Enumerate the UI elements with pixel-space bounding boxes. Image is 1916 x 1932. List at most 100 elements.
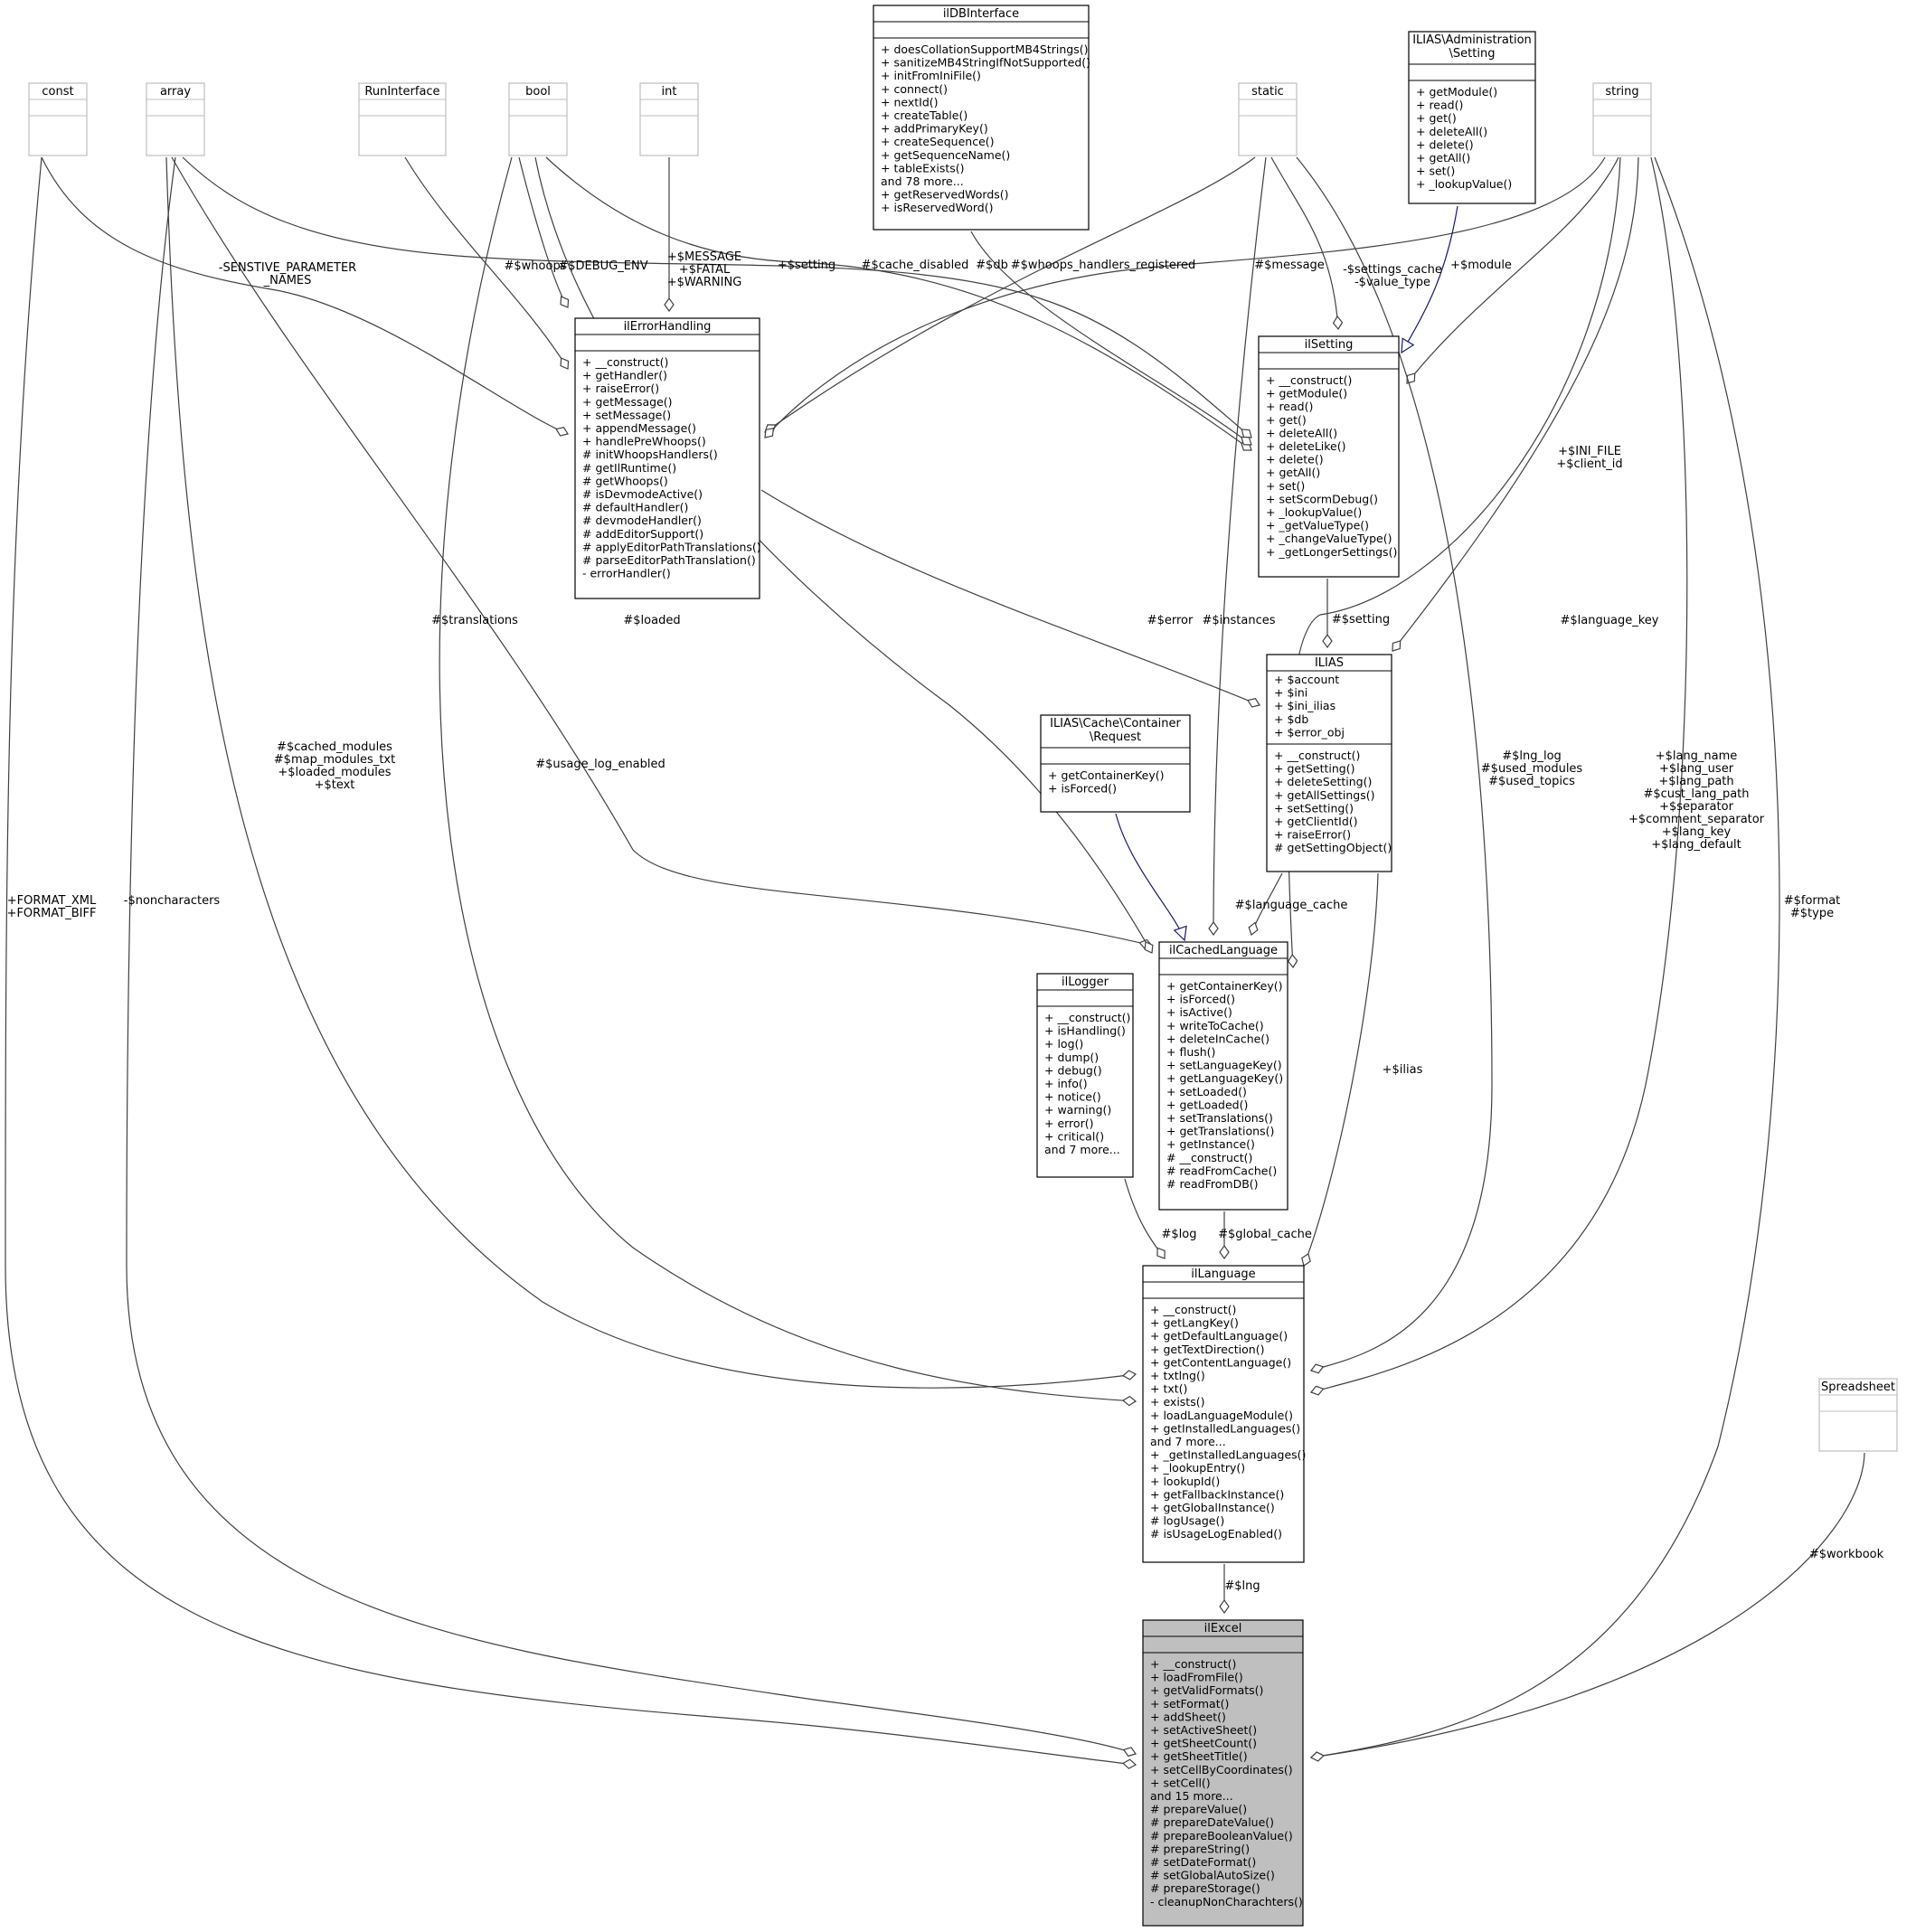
class-methods: + __construct()+ getModule()+ read()+ ge… — [1266, 373, 1397, 559]
class-name: const — [42, 85, 73, 99]
aggregation-diamond-icon — [1248, 921, 1259, 936]
class-box-static[interactable]: static — [1238, 82, 1298, 156]
edge-label-string-ilexcel: #$format#$type — [1784, 894, 1841, 920]
aggregation-diamond-icon — [1301, 1252, 1311, 1267]
edge-static-ilsetting — [1270, 156, 1339, 330]
edge-label-illogger-illanguage: #$log — [1162, 1228, 1197, 1241]
edge-string-illanguage — [1310, 156, 1688, 1393]
edge-static-illanguage — [1296, 156, 1493, 1371]
class-name: bool — [525, 85, 551, 99]
edge-string-ilsetting — [1406, 156, 1619, 384]
edge-ilias-illanguage — [1303, 872, 1379, 1267]
edge-label-bool-ilsetting: #$cache_disabled — [862, 259, 969, 272]
edge-label-ildbinterface-ilsetting: #$db — [976, 259, 1008, 272]
edge-adminsetting-ilsetting — [1401, 205, 1458, 353]
edge-string-ilerrorhandling — [764, 156, 1606, 438]
edge-label-string-ilias: +$INI_FILE+$client_id — [1556, 445, 1622, 471]
class-box-ilerrorhandling[interactable]: ilErrorHandling+ __construct()+ getHandl… — [574, 317, 761, 599]
class-methods: + doesCollationSupportMB4Strings()+ sani… — [881, 42, 1090, 214]
class-name: ilExcel — [1204, 1622, 1242, 1635]
edge-label-ilcachedlanguage-illanguage: #$global_cache — [1218, 1228, 1312, 1241]
class-attributes: + $account+ $ini+ $ini_ilias+ $db+ $erro… — [1274, 673, 1345, 739]
edge-label-array-illanguage: #$cached_modules#$map_modules_txt+$loade… — [274, 740, 395, 792]
class-box-ilias[interactable]: ILIAS + $account+ $ini+ $ini_ilias+ $db+ … — [1266, 654, 1392, 872]
class-methods: + __construct()+ getLangKey()+ getDefaul… — [1150, 1303, 1306, 1541]
edge-label-string-ilcachedlanguage: #$language_key — [1561, 614, 1659, 627]
edge-label-const-ilerrorhandling: -SENSTIVE_PARAMETER_NAMES — [219, 261, 356, 287]
class-name: ilDBInterface — [943, 7, 1019, 21]
class-box-ilexcel[interactable]: ilExcel + __construct()+ loadFromFile()+ … — [1142, 1619, 1304, 1927]
class-methods: + __construct()+ isHandling()+ log()+ du… — [1044, 1011, 1130, 1156]
edge-label-runinterface-ilerrorhandling: #$whoops — [505, 259, 567, 273]
class-box-illogger[interactable]: ilLogger + __construct()+ isHandling()+ l… — [1036, 973, 1134, 1178]
edge-static-ilerrorhandling — [764, 156, 1256, 433]
edge-label-bool-ilcachedlanguage: #$loaded — [623, 614, 680, 627]
class-methods: + getModule()+ read()+ get()+ deleteAll(… — [1416, 85, 1512, 191]
aggregation-diamond-icon — [1144, 940, 1154, 954]
class-box-bool[interactable]: bool — [508, 82, 568, 156]
aggregation-diamond-icon — [1156, 1247, 1166, 1259]
class-name: int — [662, 85, 677, 99]
edge-label-static-ilerrorhandling: #$whoops_handlers_registered — [1011, 259, 1196, 272]
aggregation-diamond-icon — [764, 427, 775, 438]
aggregation-diamond-icon — [1322, 633, 1333, 649]
class-box-spreadsheet[interactable]: Spreadsheet — [1818, 1378, 1898, 1452]
edge-label-array-ilsetting: +$setting — [778, 259, 835, 272]
class-name: string — [1605, 85, 1638, 99]
edge-bool-ilsetting — [545, 156, 1252, 451]
aggregation-diamond-icon — [1219, 1598, 1230, 1615]
aggregation-diamond-icon — [560, 296, 570, 308]
edge-labels-layer: -SENSTIVE_PARAMETER_NAMES +$setting #$whoo… — [7, 250, 1884, 1593]
edge-label-string-ilerrorhandling: #$message — [1254, 259, 1325, 272]
inheritance-arrow-icon — [1401, 337, 1415, 354]
class-box-string[interactable]: string — [1592, 82, 1652, 156]
aggregation-diamond-icon — [1122, 1370, 1137, 1381]
aggregation-diamond-icon — [1332, 316, 1344, 331]
class-name: static — [1251, 85, 1284, 99]
class-name: ILIAS\Administration\Setting — [1412, 33, 1532, 61]
edge-label-ilerrorhandling-ilias: #$error — [1147, 614, 1194, 627]
class-box-ildbinterface[interactable]: ilDBInterface + doesCollationSupportMB4St… — [873, 5, 1090, 231]
class-name: ilErrorHandling — [624, 320, 712, 334]
aggregation-diamond-icon — [1241, 436, 1252, 446]
aggregation-diamond-icon — [1310, 1385, 1325, 1396]
class-name: RunInterface — [364, 85, 439, 99]
edge-label-array-ilexcel: -$noncharacters — [124, 894, 221, 908]
classes-layer: const array RunInterface bool int static strin… — [28, 5, 1898, 1927]
aggregation-diamond-icon — [1287, 953, 1298, 969]
aggregation-diamond-icon — [664, 297, 675, 313]
class-methods: + getContainerKey()+ isForced() — [1048, 768, 1164, 796]
class-name: ilLogger — [1062, 975, 1109, 989]
edge-label-static-ilcachedlanguage: #$instances — [1202, 614, 1275, 627]
aggregation-diamond-icon — [1310, 1363, 1325, 1374]
aggregation-diamond-icon — [1122, 1758, 1137, 1769]
edge-spreadsheet-ilexcel — [1310, 1452, 1865, 1758]
class-box-adminsetting[interactable]: ILIAS\Administration\Setting + getModule(… — [1408, 31, 1536, 204]
edge-static-ilcachedlanguage — [1213, 156, 1267, 936]
class-box-runinterface[interactable]: RunInterface — [358, 82, 447, 156]
class-box-ilcachedlanguage[interactable]: ilCachedLanguage+ getContainerKey()+ isF… — [1158, 941, 1288, 1211]
edge-array-ilsetting — [182, 156, 1252, 438]
edge-const-ilerrorhandling — [41, 156, 569, 435]
class-name: ILIAS — [1315, 656, 1344, 670]
class-box-array[interactable]: array — [146, 82, 205, 156]
class-methods: + __construct()+ loadFromFile()+ getVali… — [1150, 1657, 1303, 1908]
class-box-const[interactable]: const — [28, 82, 88, 156]
aggregation-diamond-icon — [1219, 1244, 1230, 1260]
class-name: Spreadsheet — [1821, 1381, 1895, 1394]
edge-array-ilexcel — [126, 156, 1137, 1755]
edge-ildbinterface-ilsetting — [970, 231, 1252, 446]
edge-array-illanguage — [165, 156, 1137, 1389]
class-box-ilsetting[interactable]: ilSetting+ __construct()+ getModule()+ r… — [1258, 335, 1400, 578]
class-box-cacherequest[interactable]: ILIAS\Cache\Container\Request+ getContai… — [1040, 714, 1191, 813]
edge-label-string-illanguage: +$lang_name+$lang_user+$lang_path#$cust_… — [1628, 749, 1765, 852]
class-box-int[interactable]: int — [639, 82, 699, 156]
class-box-illanguage[interactable]: ilLanguage+ __construct()+ getLangKey()+… — [1142, 1265, 1306, 1563]
edge-label-ilsetting-ilias: #$setting — [1332, 613, 1390, 627]
aggregation-diamond-icon — [1122, 1747, 1137, 1758]
edge-runinterface-ilerrorhandling — [404, 156, 569, 370]
edge-string-ilias — [1392, 156, 1639, 652]
aggregation-diamond-icon — [1309, 1751, 1325, 1762]
aggregation-diamond-icon — [560, 357, 570, 370]
